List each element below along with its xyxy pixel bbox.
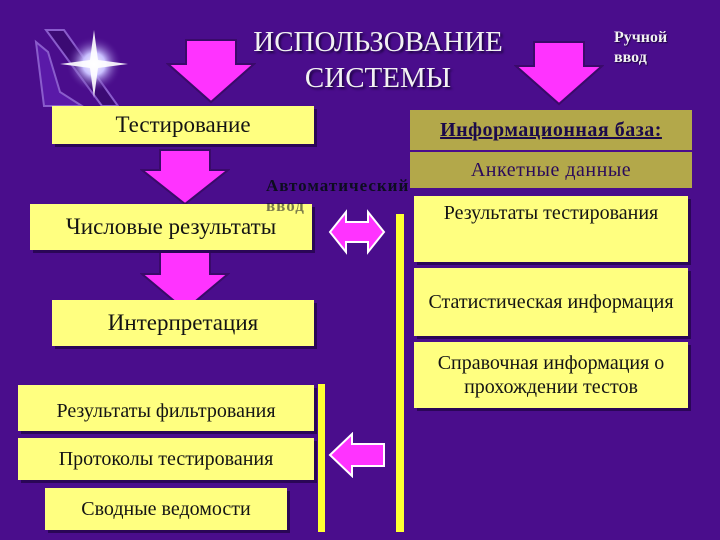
output-label: Сводные ведомости — [81, 498, 250, 521]
divider-line — [396, 214, 404, 532]
arrow-down-icon — [166, 38, 256, 104]
testing-label: Тестирование — [115, 112, 250, 138]
automatic-input-line-1: Автоматический — [266, 176, 426, 196]
interpretation-label: Интерпретация — [108, 310, 258, 336]
manual-input-line-1: Ручной — [614, 28, 704, 48]
info-base-item-label: Статистическая информация — [428, 290, 673, 314]
info-base-header-label: Информационная база: — [440, 119, 662, 142]
interpretation-box: Интерпретация — [52, 300, 314, 346]
logo-sparkle-icon — [20, 12, 130, 112]
title-line-1: ИСПОЛЬЗОВАНИЕ — [228, 24, 528, 60]
info-base-item-statistics: Статистическая информация — [414, 268, 688, 336]
info-base-item-reference: Справочная информация о прохождении тест… — [414, 342, 688, 408]
output-label: Протоколы тестирования — [59, 448, 274, 471]
info-base-item-test-results: Результаты тестирования — [414, 196, 688, 262]
info-base-item-label: Результаты тестирования — [444, 202, 659, 225]
output-box-protocols: Протоколы тестирования — [18, 438, 314, 480]
arrow-left-icon — [328, 432, 386, 478]
output-box-filtering: Результаты фильтрования — [18, 385, 314, 431]
arrow-down-icon — [514, 40, 604, 106]
divider-line — [318, 384, 325, 532]
info-base-item-questionnaire: Анкетные данные — [410, 152, 692, 188]
info-base-item-label: Справочная информация о прохождении тест… — [414, 351, 688, 399]
testing-box: Тестирование — [52, 106, 314, 144]
double-arrow-icon — [328, 208, 386, 256]
arrow-down-icon — [140, 148, 230, 206]
diagram-title: ИСПОЛЬЗОВАНИЕ СИСТЕМЫ — [228, 24, 528, 96]
manual-input-label: Ручной ввод — [614, 28, 704, 68]
info-base-header: Информационная база: — [410, 110, 692, 150]
manual-input-line-2: ввод — [614, 48, 704, 68]
output-box-summary: Сводные ведомости — [45, 488, 287, 530]
title-line-2: СИСТЕМЫ — [228, 60, 528, 96]
numeric-results-label: Числовые результаты — [66, 214, 276, 240]
output-label: Результаты фильтрования — [56, 400, 275, 423]
info-base-item-label: Анкетные данные — [471, 159, 631, 182]
